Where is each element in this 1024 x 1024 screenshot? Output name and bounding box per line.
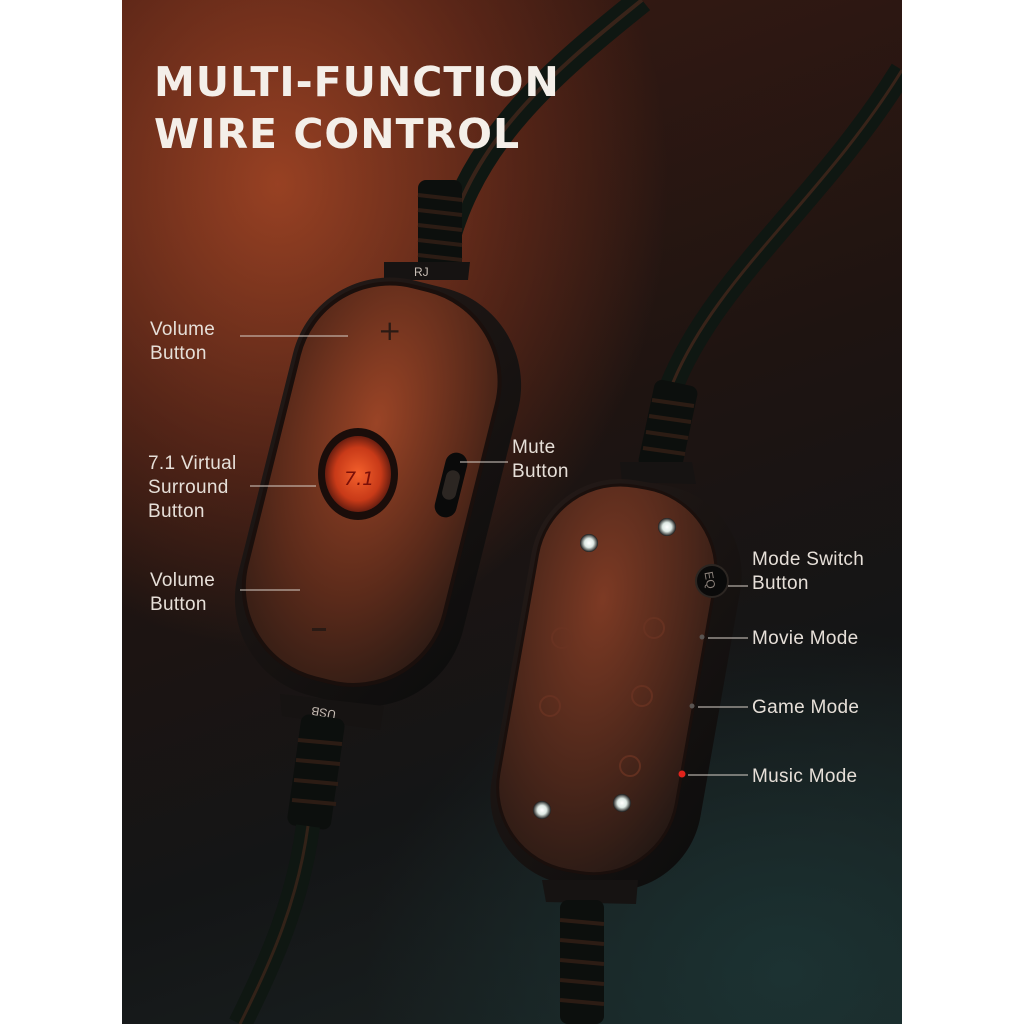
volume-up-button[interactable]: +	[378, 314, 401, 347]
mode-switch-button[interactable]: EQ	[695, 564, 729, 598]
volume-down-button[interactable]	[312, 628, 326, 631]
game-mode-label: Game Mode	[752, 697, 860, 718]
svg-text:+: +	[378, 314, 401, 347]
title-line-2: WIRE CONTROL	[154, 110, 521, 158]
music-mode-indicator	[678, 770, 686, 778]
movie-mode-label: Movie Mode	[752, 628, 859, 649]
right-strain-relief-top	[620, 379, 698, 484]
left-strain-relief-top: RJ	[384, 180, 470, 280]
volume-down-label: Volume Button	[150, 570, 216, 615]
mute-switch[interactable]	[432, 450, 469, 519]
game-mode-indicator	[689, 703, 695, 709]
music-mode-label: Music Mode	[752, 766, 858, 787]
right-cable-top	[658, 63, 902, 395]
surround-button[interactable]: 7.1	[318, 428, 398, 520]
eq-button-mark: EQ	[701, 570, 718, 590]
right-cable-bottom	[559, 900, 605, 1024]
surround-button-mark: 7.1	[344, 468, 374, 490]
title-line-1: MULTI-FUNCTION	[154, 58, 560, 106]
product-poster: RJ + 7.1	[122, 0, 902, 1024]
page-title: MULTI-FUNCTION WIRE CONTROL	[154, 56, 560, 160]
movie-mode-indicator	[699, 634, 705, 640]
wire-control-illustration: RJ + 7.1	[229, 0, 902, 1024]
surround-label: 7.1 Virtual Surround Button	[148, 453, 237, 522]
left-control-unit: + 7.1 USB	[234, 277, 522, 730]
left-cable-bottom	[229, 714, 345, 1024]
rj-mark: RJ	[414, 265, 429, 279]
mode-switch-label: Mode Switch Button	[752, 549, 865, 594]
volume-up-label: Volume Button	[150, 319, 216, 364]
right-control-unit: EQ	[490, 478, 742, 904]
mute-label: Mute Button	[512, 437, 569, 482]
